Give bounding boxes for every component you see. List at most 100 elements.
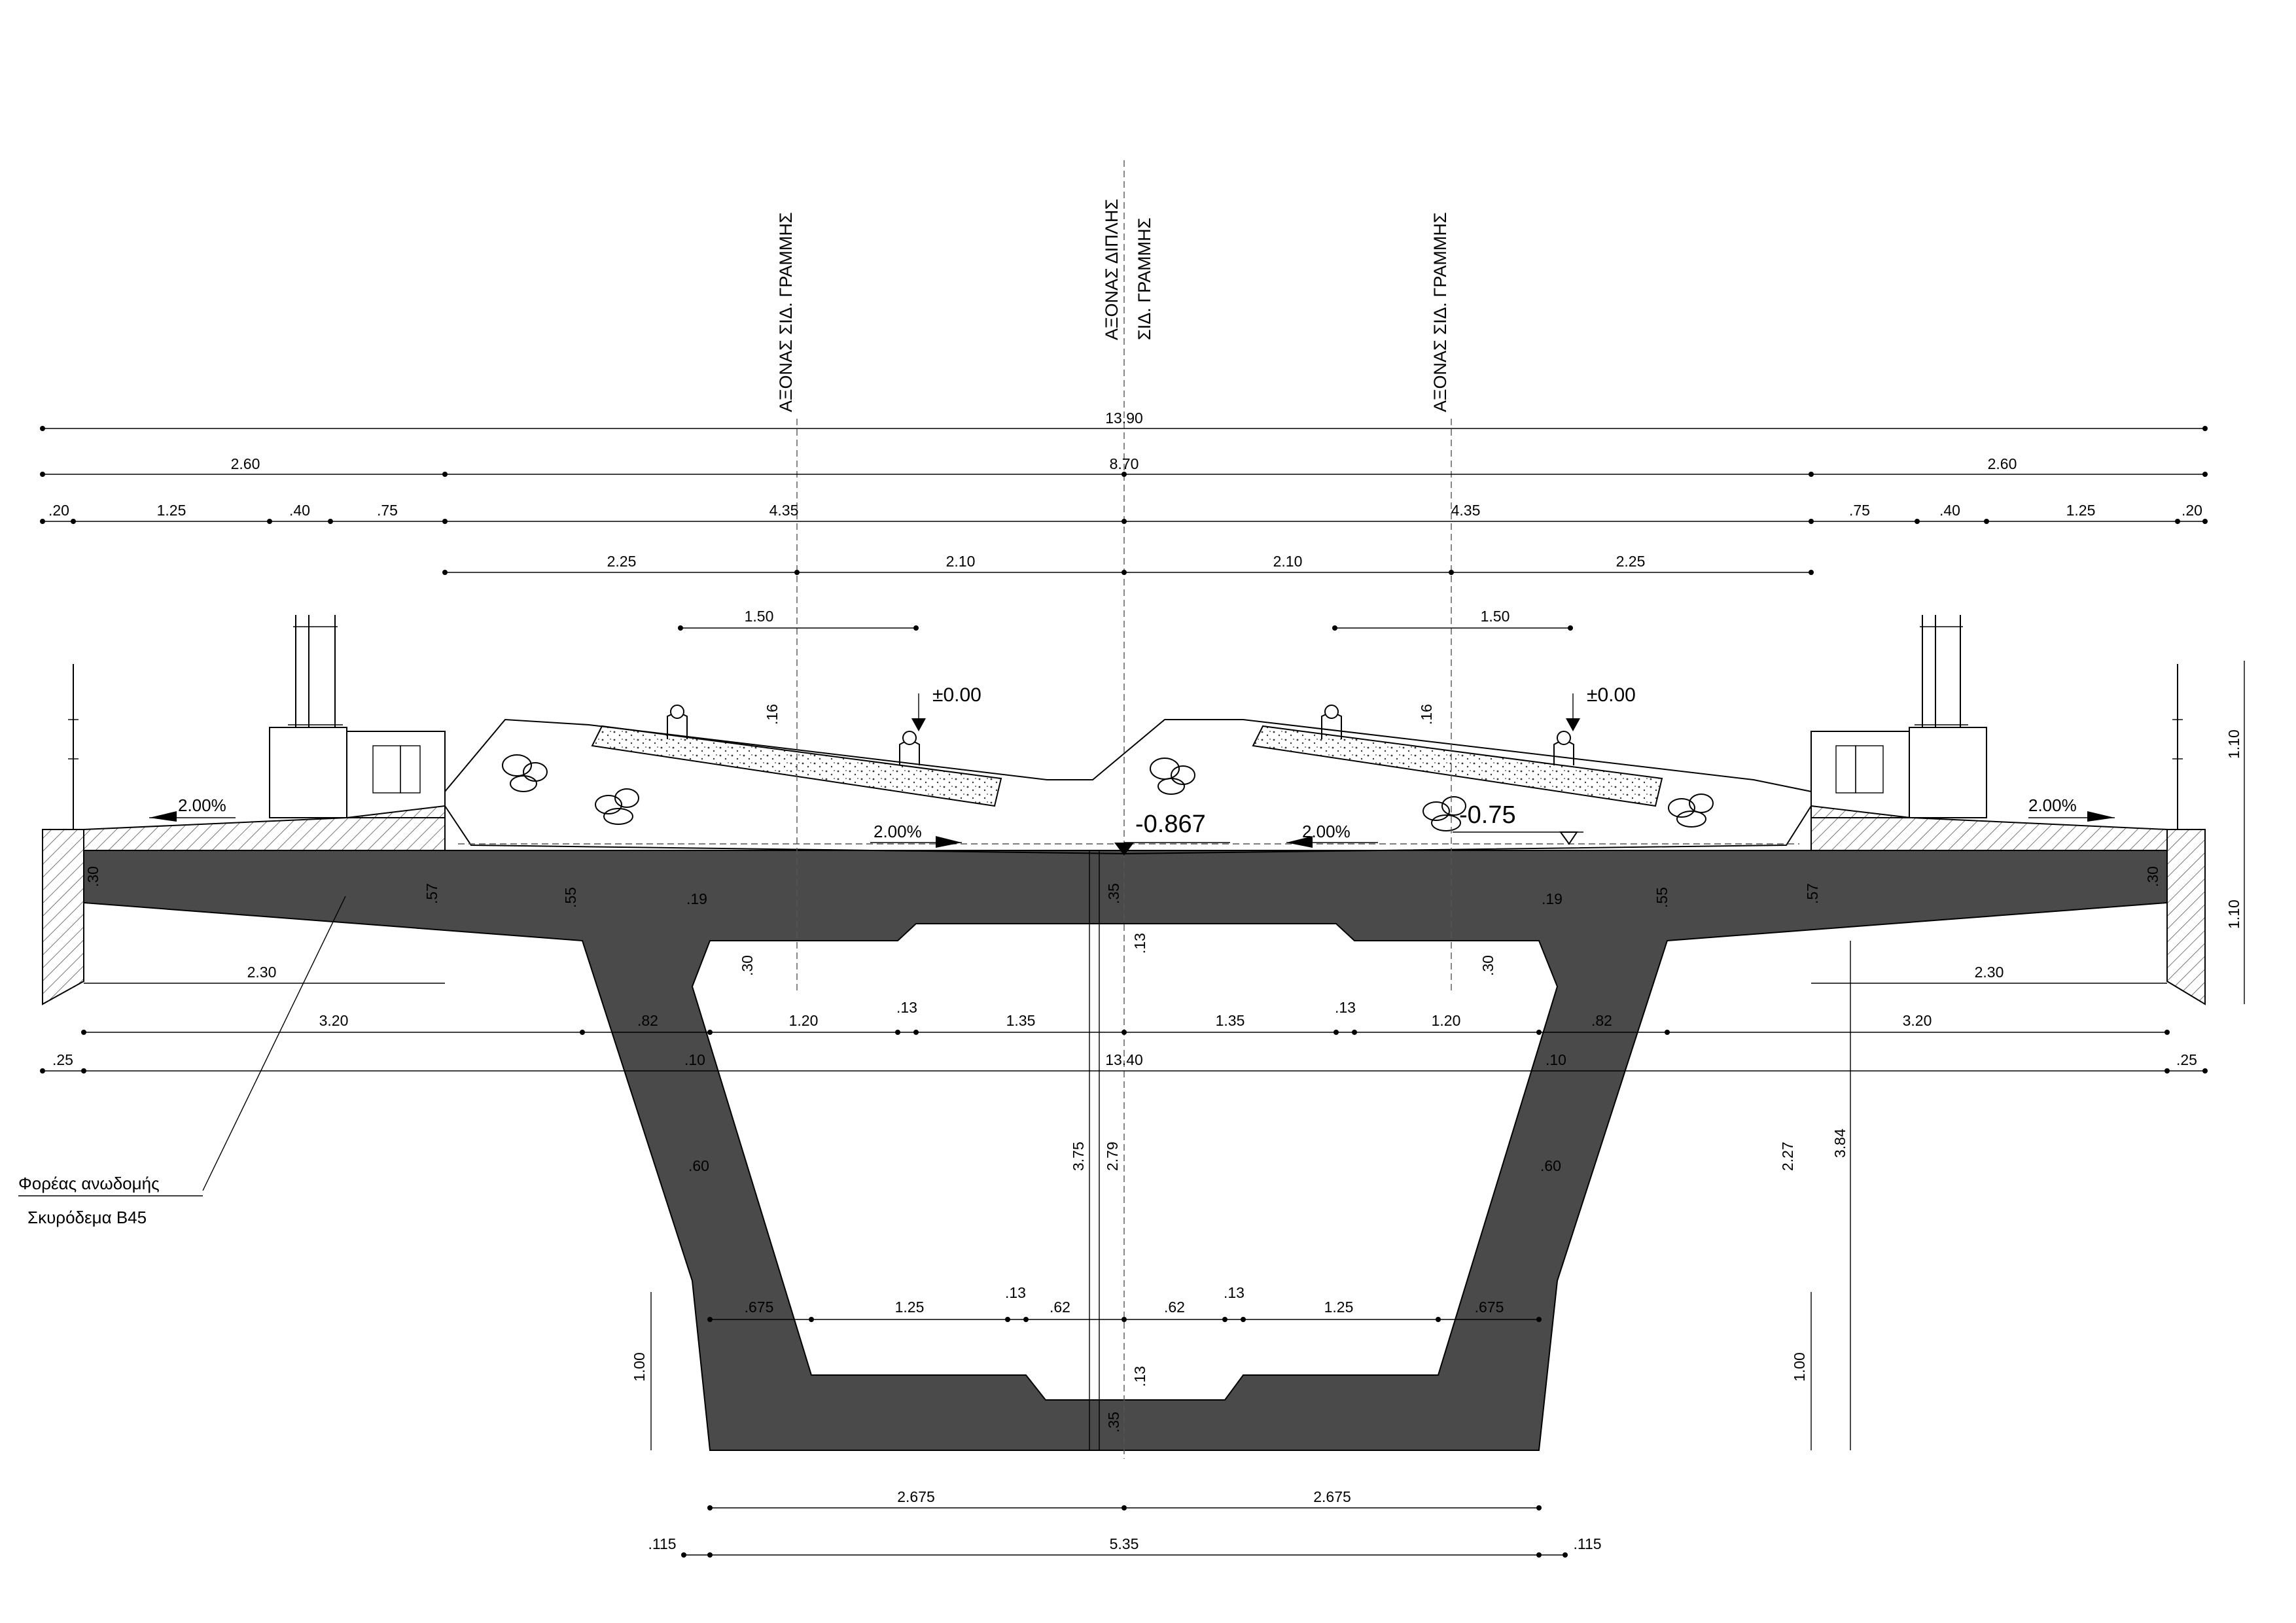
dim-side-left: 2.60 — [231, 455, 260, 472]
dim-r-c: 1.20 — [789, 1012, 819, 1029]
dim-haunch-h-left: .30 — [739, 955, 756, 976]
dim-bot-h-right: 1.00 — [1791, 1352, 1808, 1382]
dim-r-j: 3.20 — [1903, 1012, 1932, 1029]
dim-b-a: .675 — [745, 1299, 774, 1316]
dim-cant-root-right: .57 — [1804, 883, 1821, 904]
dim-edge-left: .30 — [84, 866, 101, 887]
dim-cant-len-right: 2.30 — [1975, 964, 2004, 981]
dim-r-e: 1.35 — [1006, 1012, 1036, 1029]
dim-off-right: .10 — [1545, 1051, 1566, 1068]
axis-label-right-track: ΑΞΟΝΑΣ ΣΙΔ. ΓΡΑΜΜΗΣ — [1430, 212, 1450, 412]
dim-r3-h: .40 — [1939, 502, 1960, 519]
note-structure: Φορέας ανωδομής — [18, 1174, 160, 1193]
dim-r3-j: .20 — [2181, 502, 2202, 519]
rail-right-1 — [1321, 705, 1342, 739]
dim-off-left: .10 — [684, 1051, 705, 1068]
dim-r-f: 1.35 — [1216, 1012, 1245, 1029]
dim-top-slab: .35 — [1105, 883, 1122, 904]
dim-bot-chamfer: .13 — [1131, 1366, 1148, 1387]
elevation-deck-center: -0.867 — [1135, 811, 1206, 838]
dim-bot-slab: .35 — [1105, 1412, 1122, 1433]
left-walkway-fill — [83, 805, 446, 851]
dim-r3-d: .75 — [377, 502, 398, 519]
dim-b-f: .13 — [1224, 1284, 1245, 1301]
left-edge-beam — [42, 829, 84, 1005]
axis-label-center-line2: ΣΙΔ. ΓΡΑΜΜΗΣ — [1135, 218, 1154, 340]
dim-b-d: .62 — [1050, 1299, 1070, 1316]
dim-r3-a: .20 — [48, 502, 69, 519]
left-parapet — [68, 615, 446, 829]
dim-r3-g: .75 — [1849, 502, 1870, 519]
dim-r3-e: 4.35 — [769, 502, 799, 519]
dim-w-left: .25 — [52, 1051, 73, 1068]
slope-right-walkway: 2.00% — [2028, 795, 2077, 815]
dim-total-width: 13.90 — [1105, 410, 1143, 427]
dim-bot-h-left: 1.00 — [631, 1352, 648, 1382]
ballast-stones — [502, 754, 1714, 831]
box-girder — [83, 850, 2168, 1451]
dim-web-t-left: .60 — [688, 1157, 709, 1174]
dim-web-t-right: .60 — [1540, 1157, 1561, 1174]
dim-side-right: 2.60 — [1988, 455, 2017, 472]
dim-r-d: .13 — [896, 999, 917, 1016]
dim-b-b: 1.25 — [895, 1299, 925, 1316]
axis-label-center-line1: ΑΞΟΝΑΣ ΔΙΠΛΗΣ — [1102, 199, 1122, 340]
dim-h-right2: 3.84 — [1831, 1128, 1848, 1158]
dim-b-h: .675 — [1475, 1299, 1504, 1316]
dim-r4-b: 2.10 — [946, 553, 976, 570]
right-edge-beam — [2166, 829, 2206, 1005]
dim-r3-f: 4.35 — [1451, 502, 1481, 519]
dim-r4-d: 2.25 — [1616, 553, 1646, 570]
right-walkway-fill — [1810, 805, 2168, 851]
dim-r-b: .82 — [637, 1012, 658, 1029]
dim-gauge-left: 1.50 — [745, 608, 774, 625]
dim-web-top-left: .55 — [562, 887, 579, 908]
dim-b-g: 1.25 — [1324, 1299, 1354, 1316]
dim-middle: 8.70 — [1110, 455, 1139, 472]
dim-base-width: 5.35 — [1110, 1535, 1139, 1552]
dim-h-right1: 2.27 — [1779, 1142, 1796, 1171]
ballast-bed — [444, 705, 1812, 855]
dim-cant-len-left: 2.30 — [247, 964, 277, 981]
slope-left-walkway: 2.00% — [178, 795, 226, 815]
dim-b-e: .62 — [1164, 1299, 1185, 1316]
axis-label-left-track: ΑΞΟΝΑΣ ΣΙΔ. ΓΡΑΜΜΗΣ — [776, 212, 796, 412]
dim-rail-h-right: .16 — [1418, 704, 1435, 725]
dim-r4-c: 2.10 — [1273, 553, 1303, 570]
rail-right-2 — [1553, 731, 1574, 765]
elevation-rail-left: ±0.00 — [932, 684, 981, 706]
dim-gauge-right: 1.50 — [1481, 608, 1510, 625]
dim-r-h: 1.20 — [1432, 1012, 1461, 1029]
elevation-markers — [911, 693, 1583, 856]
axis-lines — [796, 160, 1452, 1459]
note-leader — [202, 896, 346, 1191]
dim-w-total: 13.40 — [1105, 1051, 1143, 1068]
ballast-outline — [444, 718, 1812, 855]
dim-top-chamfer: .13 — [1131, 933, 1148, 954]
dim-r4-a: 2.25 — [607, 553, 637, 570]
dimension-ticks — [40, 426, 2208, 1558]
dim-haunch-h-right: .30 — [1479, 955, 1496, 976]
dim-edge-right: .30 — [2144, 866, 2161, 887]
slope-arrows — [149, 811, 2115, 848]
dim-haunch-w-left: .19 — [686, 890, 707, 907]
dim-r-g: .13 — [1335, 999, 1356, 1016]
dim-r3-c: .40 — [289, 502, 310, 519]
dim-r-i: .82 — [1591, 1012, 1612, 1029]
dim-half-right: 2.675 — [1313, 1488, 1351, 1505]
dim-r3-b: 1.25 — [157, 502, 186, 519]
slope-deck-left: 2.00% — [874, 822, 922, 841]
note-concrete: Σκυρόδεμα Β45 — [27, 1208, 147, 1227]
dim-base-off-left: .115 — [648, 1535, 676, 1552]
dim-rail-h-left: .16 — [764, 704, 781, 725]
dim-cant-root-left: .57 — [423, 883, 440, 904]
dim-r3-i: 1.25 — [2066, 502, 2096, 519]
dim-h-inner: 2.79 — [1104, 1142, 1121, 1171]
dim-right-h-top: 1.10 — [2225, 729, 2242, 759]
rail-left-1 — [667, 705, 688, 739]
dim-web-top-right: .55 — [1653, 887, 1670, 908]
right-parapet — [1810, 615, 2183, 829]
rail-left-2 — [899, 731, 920, 765]
dim-right-h-bot: 1.10 — [2225, 899, 2242, 929]
